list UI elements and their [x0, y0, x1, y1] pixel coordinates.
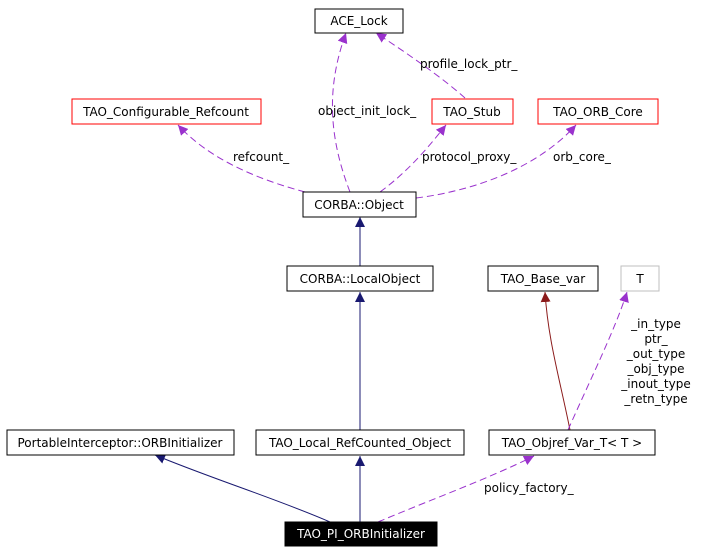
edges: [154, 32, 629, 523]
node-tao-pi-orbinitializer: TAO_PI_ORBInitializer: [284, 521, 438, 547]
label-ptr: ptr_: [644, 332, 668, 346]
label-profile-lock-ptr: profile_lock_ptr_: [420, 57, 518, 71]
label-object-init-lock: object_init_lock_: [318, 104, 417, 118]
node-tao-base-var-label: TAO_Base_var: [500, 272, 586, 286]
node-tao-configurable-refcount[interactable]: TAO_Configurable_Refcount: [71, 98, 262, 125]
node-tao-local-refcounted-object-label: TAO_Local_RefCounted_Object: [268, 436, 451, 450]
node-portableinterceptor-orbinitializer[interactable]: PortableInterceptor::ORBInitializer: [6, 429, 235, 456]
edge-orb-core: [415, 124, 577, 199]
edge-object-init-lock: [331, 32, 351, 193]
label-refcount: refcount_: [233, 150, 290, 164]
node-portableinterceptor-orbinitializer-label: PortableInterceptor::ORBInitializer: [17, 436, 222, 450]
node-tao-stub-label: TAO_Stub: [442, 105, 500, 119]
edge-labels: profile_lock_ptr_ object_init_lock_ refc…: [233, 57, 691, 495]
edge-objrefvar-inherits-basevar: [540, 291, 571, 431]
label-in-type: _in_type: [630, 317, 681, 331]
node-t-param[interactable]: T: [620, 265, 660, 292]
edge-profile-lock-ptr: [375, 32, 466, 99]
node-tao-configurable-refcount-label: TAO_Configurable_Refcount: [82, 105, 249, 119]
node-ace-lock-label: ACE_Lock: [330, 14, 387, 28]
edge-pi-inherits-orbinitializer: [154, 454, 331, 523]
node-tao-pi-orbinitializer-label: TAO_PI_ORBInitializer: [296, 527, 425, 541]
label-retn-type: _retn_type: [623, 392, 687, 406]
node-corba-localobject[interactable]: CORBA::LocalObject: [286, 265, 434, 292]
node-corba-object[interactable]: CORBA::Object: [302, 191, 417, 218]
label-out-type: _out_type: [626, 347, 685, 361]
label-inout-type: _inout_type: [620, 377, 690, 391]
node-ace-lock[interactable]: ACE_Lock: [314, 8, 404, 34]
node-corba-localobject-label: CORBA::LocalObject: [300, 272, 421, 286]
node-tao-stub[interactable]: TAO_Stub: [431, 98, 514, 125]
node-tao-base-var[interactable]: TAO_Base_var: [487, 265, 599, 292]
node-t-param-label: T: [635, 272, 644, 286]
node-tao-local-refcounted-object[interactable]: TAO_Local_RefCounted_Object: [255, 429, 465, 456]
label-obj-type: _obj_type: [626, 362, 684, 376]
label-protocol-proxy: protocol_proxy_: [422, 150, 517, 164]
label-orb-core: orb_core_: [553, 150, 612, 164]
node-tao-orb-core[interactable]: TAO_ORB_Core: [537, 98, 659, 125]
edge-objrefvar-uses-t: [567, 291, 629, 431]
node-corba-object-label: CORBA::Object: [314, 198, 404, 212]
edge-refcount: [177, 124, 306, 193]
node-tao-orb-core-label: TAO_ORB_Core: [552, 105, 643, 119]
node-tao-objref-var-t-label: TAO_Objref_Var_T< T >: [501, 436, 642, 450]
label-policy-factory: policy_factory_: [484, 481, 575, 495]
node-tao-objref-var-t[interactable]: TAO_Objref_Var_T< T >: [488, 429, 656, 456]
